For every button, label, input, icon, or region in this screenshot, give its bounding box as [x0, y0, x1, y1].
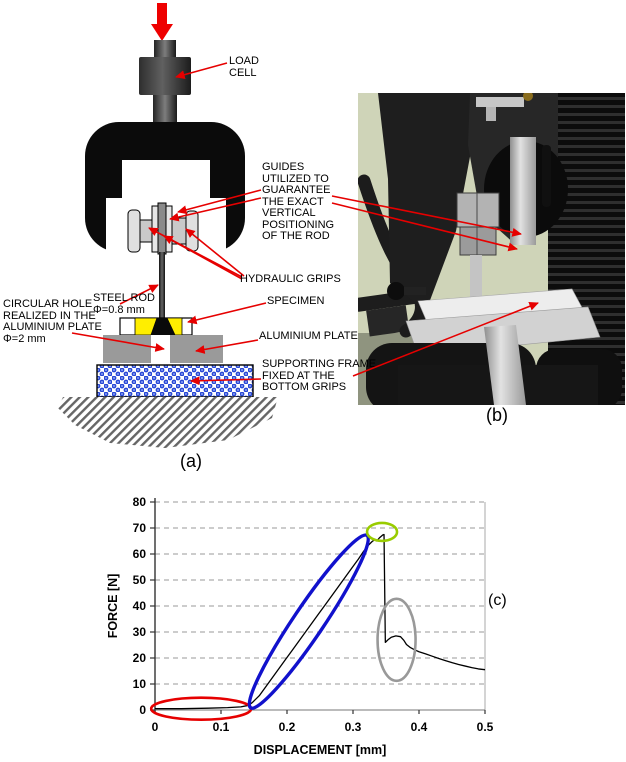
- caption-b: (b): [486, 405, 508, 425]
- x-tick-label: 0.2: [279, 720, 296, 734]
- y-tick-label: 10: [133, 677, 147, 691]
- caption-c: (c): [488, 592, 507, 609]
- label-steel-rod: STEEL ROD Φ=0.8 mm: [93, 292, 155, 316]
- x-tick-label: 0.3: [345, 720, 362, 734]
- linear-rise-region-ellipse: [247, 533, 370, 710]
- data-curve: [155, 533, 486, 710]
- y-tick-label: 30: [133, 625, 147, 639]
- y-tick-label: 40: [133, 599, 147, 613]
- steel-rod: [159, 252, 165, 322]
- load-cell: [139, 57, 191, 95]
- x-tick-label: 0.4: [411, 720, 428, 734]
- label-guides: GUIDES UTILIZED TO GUARANTEE THE EXACT V…: [262, 161, 335, 242]
- label-load-cell: LOAD CELL: [229, 55, 259, 79]
- apparatus-schematic: [58, 3, 278, 448]
- y-axis-title: FORCE [N]: [106, 574, 120, 639]
- label-circular-hole: CIRCULAR HOLE REALIZED IN THE ALUMINIUM …: [3, 298, 102, 345]
- y-tick-label: 80: [133, 495, 147, 509]
- y-tick-label: 50: [133, 573, 147, 587]
- x-tick-label: 0.5: [477, 720, 494, 734]
- label-aluminium-plate: ALUMINIUM PLATE: [259, 330, 358, 342]
- x-tick-label: 0.1: [213, 720, 230, 734]
- ground-hatch: [58, 397, 278, 448]
- y-tick-label: 20: [133, 651, 147, 665]
- peak-force-ellipse: [365, 521, 399, 543]
- specimen: [119, 317, 193, 336]
- label-specimen: SPECIMEN: [267, 295, 325, 307]
- apparatus-photo: [358, 93, 625, 405]
- load-drop-region-ellipse: [376, 597, 417, 683]
- x-axis-title: DISPLACEMENT [mm]: [254, 743, 387, 757]
- supporting-frame: [96, 364, 254, 398]
- y-tick-label: 70: [133, 521, 147, 535]
- label-hydraulic-grips: HYDRAULIC GRIPS: [240, 273, 341, 285]
- label-supporting-frame: SUPPORTING FRAME FIXED AT THE BOTTOM GRI…: [262, 358, 377, 393]
- x-tick-label: 0: [152, 720, 159, 734]
- knob: [387, 282, 405, 300]
- applied-load-arrow-icon: [151, 3, 173, 41]
- annotation-arrows: [71, 62, 267, 386]
- y-tick-label: 60: [133, 547, 147, 561]
- caption-a: (a): [180, 451, 202, 471]
- y-tick-label: 0: [139, 703, 146, 717]
- upper-stem: [154, 40, 176, 58]
- force-displacement-chart: 0 10 20 30 40 50 60 70 80 0 0.1 0.2 0.3 0.4 0.5 FORCE […: [106, 495, 494, 757]
- lower-stem: [153, 95, 177, 127]
